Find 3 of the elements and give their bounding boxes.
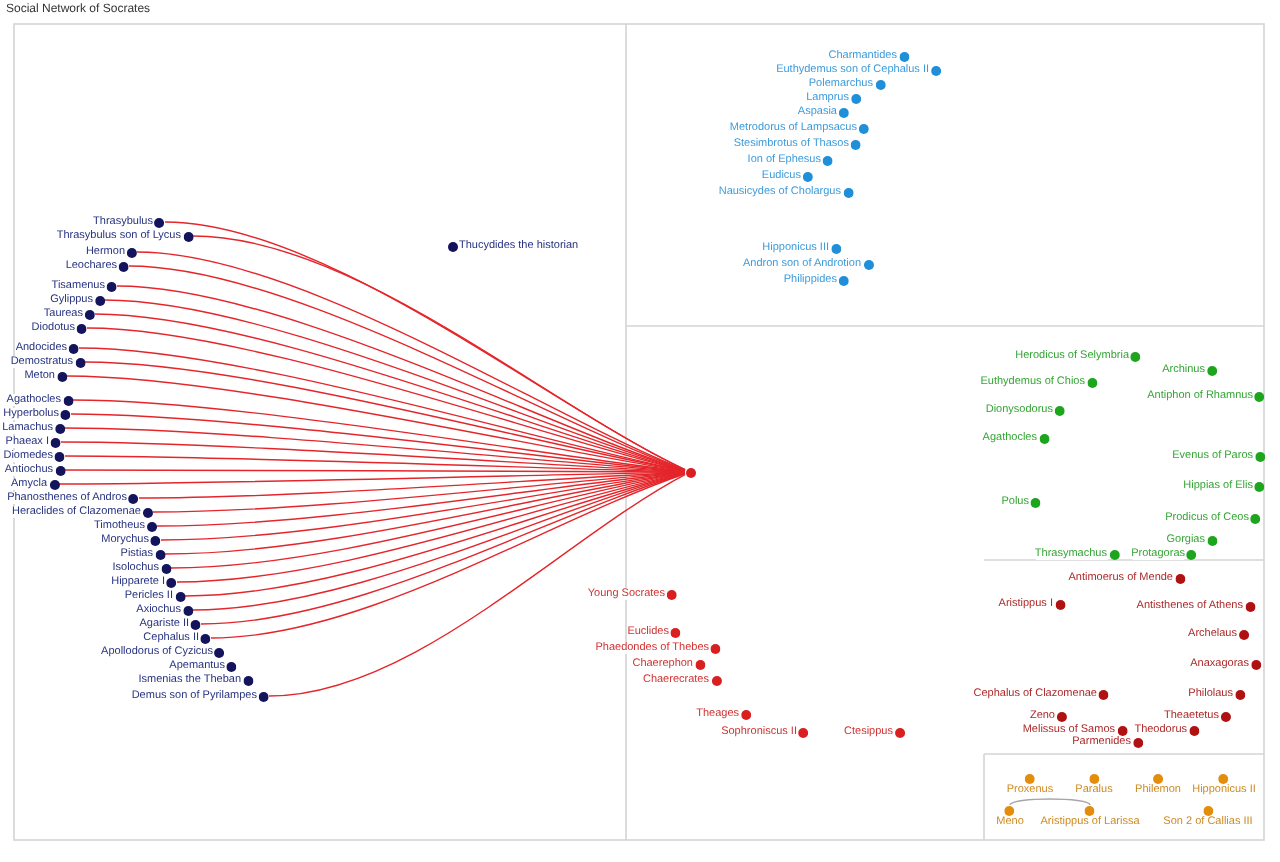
- connection-line: [268, 473, 686, 697]
- node-dot-icon: [685, 467, 695, 477]
- connection-line: [1009, 798, 1091, 806]
